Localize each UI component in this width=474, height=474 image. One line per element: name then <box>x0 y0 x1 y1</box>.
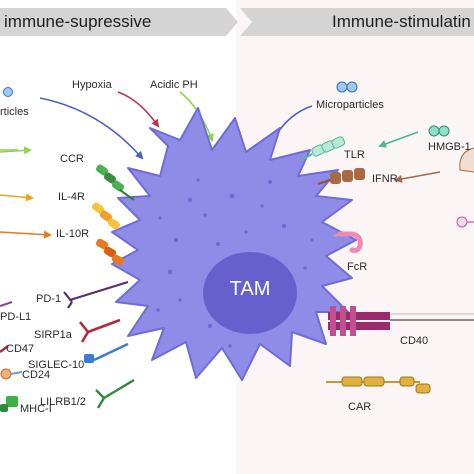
tlr-receptor-icon <box>301 136 346 161</box>
lilrb-label: LILRB1/2 <box>40 396 86 408</box>
pink-ligand-icon <box>456 216 474 228</box>
arrow-hypoxia <box>117 91 160 128</box>
arrow-il4r <box>0 193 34 202</box>
ccr-label: CCR <box>60 153 84 165</box>
arrow-ccr-2 <box>0 146 32 155</box>
tlr-label: TLR <box>344 149 365 161</box>
car-receptor-icon <box>326 376 431 394</box>
il10r-label: IL-10R <box>56 228 90 240</box>
microparticles-right-icon <box>336 81 358 93</box>
ifn-ligand-icon <box>459 147 474 173</box>
pdl1-ligand-icon <box>0 301 13 307</box>
arrow-il10r <box>0 230 52 239</box>
cd40-receptor-icon <box>328 306 474 336</box>
sirp1a-receptor-icon <box>78 318 121 343</box>
microparticles-left-label: rticles <box>0 106 29 118</box>
hmgb1-label: HMGB-1 <box>428 141 471 153</box>
cd24-ligand-icon <box>0 368 23 380</box>
siglec10-label: SIGLEC-10 <box>28 359 85 371</box>
right-header-bar <box>240 8 474 36</box>
left-header-bar <box>0 8 238 36</box>
fcr-receptor-icon <box>333 231 363 253</box>
il4r-label: IL-4R <box>58 191 85 203</box>
cd47-label: CD47 <box>6 343 35 355</box>
ifnr-label: IFNR <box>372 173 398 185</box>
ccr-receptor-icon <box>95 164 135 201</box>
arrow-ifnr-ligand <box>394 171 441 183</box>
pdl1-label: PD-L1 <box>0 311 32 323</box>
mhc1-label: MHC-I <box>20 403 52 415</box>
tam-label: TAM <box>229 278 271 300</box>
cd47-ligand-icon <box>0 345 9 353</box>
immune-suppressive-header: immune-supressive <box>4 12 152 31</box>
pd1-receptor-icon <box>63 280 129 309</box>
arrow-microparticles-left <box>39 97 144 160</box>
hypoxia-label: Hypoxia <box>72 79 112 91</box>
pd1-label: PD-1 <box>36 293 62 305</box>
tam-cell-body <box>111 107 357 381</box>
hmgb1-molecule-icon <box>428 125 450 137</box>
mhc1-ligand-icon <box>0 396 18 412</box>
sirp1a-label: SIRP1a <box>34 329 72 341</box>
cd24-label: CD24 <box>22 369 51 381</box>
microparticles-right-label: Microparticles <box>316 99 384 111</box>
lilrb-receptor-icon <box>95 378 135 409</box>
microparticles-left-icon <box>3 87 13 97</box>
fcr-label: FcR <box>347 261 368 273</box>
acidic-ph-label: Acidic PH <box>150 79 198 91</box>
siglec10-receptor-icon <box>84 342 129 363</box>
tam-nucleus <box>203 252 297 334</box>
arrow-hmgb1 <box>378 131 419 148</box>
il4r-receptor-icon <box>91 202 121 230</box>
cd40-label: CD40 <box>400 335 429 347</box>
ifnr-receptor-icon <box>317 168 365 185</box>
il10r-receptor-icon <box>95 238 125 266</box>
immune-stimulating-header: Immune-stimulatin <box>332 12 471 31</box>
car-label: CAR <box>348 401 372 413</box>
